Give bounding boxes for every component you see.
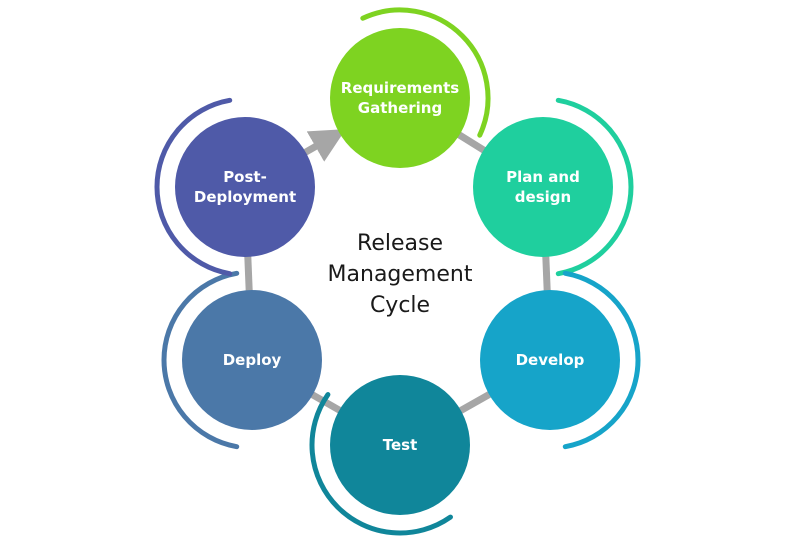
post-deployment-accent-arc	[154, 97, 233, 277]
stage-develop: Develop	[480, 290, 620, 430]
stage-deploy: Deploy	[182, 290, 322, 430]
connector-line	[454, 129, 489, 156]
requirements-accent-arc	[360, 7, 491, 138]
connector-line	[307, 389, 345, 416]
stage-requirements-circle	[330, 28, 470, 168]
stage-post-deployment: Post- Deployment	[175, 117, 315, 257]
center-title-line: Cycle	[370, 293, 430, 318]
plan-accent-arc	[555, 97, 634, 277]
deploy-accent-arc	[161, 270, 240, 450]
stage-plan-label: design	[515, 188, 571, 206]
stage-develop-label: Develop	[516, 351, 585, 369]
connector-line	[542, 252, 551, 295]
connector-ring	[244, 129, 551, 416]
stage-requirements-label: Gathering	[358, 99, 442, 117]
connector-line	[455, 389, 495, 416]
stage-develop-circle	[480, 290, 620, 430]
stage-post-deployment-circle	[175, 117, 315, 257]
stage-requirements-label: Requirements	[341, 79, 460, 97]
stage-post-deployment-label: Deployment	[194, 188, 296, 206]
test-accent-arc	[309, 392, 453, 536]
center-title-line: Management	[328, 262, 473, 287]
stage-deploy-label: Deploy	[223, 351, 282, 369]
stage-post-deployment-label: Post-	[223, 168, 267, 186]
stage-plan: Plan and design	[473, 117, 613, 257]
center-title-line: Release	[357, 231, 443, 256]
stage-test: Test	[330, 375, 470, 515]
develop-accent-arc	[562, 270, 641, 450]
stage-deploy-circle	[182, 290, 322, 430]
stage-test-circle	[330, 375, 470, 515]
connector-line	[244, 252, 253, 295]
stage-plan-circle	[473, 117, 613, 257]
stage-plan-label: Plan and	[506, 168, 580, 186]
accent-arcs	[154, 7, 641, 536]
cycle-arrow	[300, 129, 346, 162]
stage-test-label: Test	[383, 436, 418, 454]
